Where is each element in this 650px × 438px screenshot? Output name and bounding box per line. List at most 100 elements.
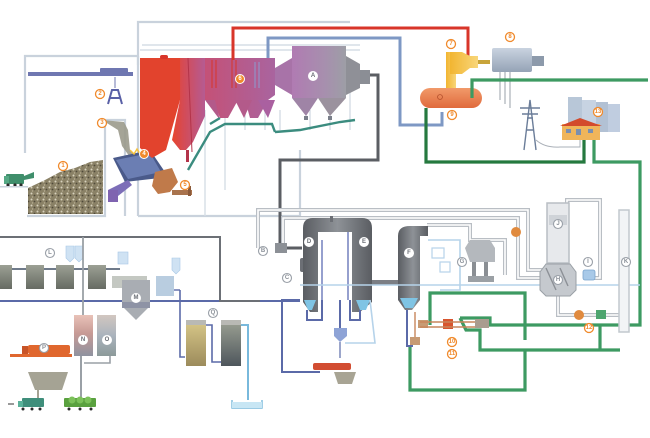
svg-text:F: F [407,250,411,256]
label-k: K [620,256,632,268]
label-n: N [78,335,88,345]
svg-text:2: 2 [98,91,102,97]
filter-press [10,345,72,398]
label-12: 12 [583,322,595,334]
label-8: 8 [504,31,516,43]
waste-pile [28,160,103,214]
label-3: 3 [96,117,108,129]
ash-truck-icon [8,398,44,411]
svg-text:3: 3 [100,120,104,126]
svg-text:1: 1 [61,163,65,169]
label-j: J [552,218,564,230]
svg-text:12: 12 [586,325,593,331]
wastewater-treatment-tanks [0,236,260,302]
fan [582,269,596,281]
crane-trolley [100,68,128,73]
svg-text:6: 6 [238,76,242,82]
svg-text:10: 10 [449,339,456,345]
svg-text:4: 4 [142,151,146,157]
steam-turbine [446,52,490,92]
svg-text:11: 11 [449,351,456,357]
svg-text:13: 13 [595,109,602,115]
boiler-furnace-shaft [140,58,180,158]
svg-text:K: K [624,259,629,265]
label-l: L [44,247,56,259]
svg-text:O: O [105,337,110,343]
svg-text:H: H [556,277,560,283]
steam-pipe [231,26,470,60]
ash-conveyor [186,116,356,171]
catalyst-unit [465,240,495,282]
power-pylon-icon [520,99,581,151]
pump-icon [511,227,521,237]
sludge-tanks [74,237,116,398]
scrubber-water-lines [0,299,413,373]
water-basin [231,400,263,409]
feed-water-pipe [266,36,444,127]
scrubber-connector [372,280,402,285]
svg-text:J: J [556,221,559,227]
catalytic-reactor [546,202,570,264]
valve-12 [596,310,606,319]
label-g: G [456,256,468,268]
svg-text:8: 8 [508,34,512,40]
svg-text:G: G [460,259,465,265]
svg-text:9: 9 [450,112,454,118]
svg-text:D: D [307,239,312,245]
label-a: A [308,71,318,81]
stack [618,209,630,333]
crane-grab-icon [107,89,123,105]
label-13: 13 [592,106,604,118]
svg-text:7: 7 [449,41,453,47]
scrubber-d-e [303,216,372,312]
label-2: 2 [94,88,106,100]
waste-bunker [28,160,103,214]
svg-text:L: L [48,250,52,256]
label-p: P [38,342,50,354]
svg-text:M: M [134,295,139,301]
label-c: C [281,272,293,284]
svg-text:I: I [587,259,589,265]
label-d: D [304,237,314,247]
condenser [420,88,482,108]
label-b: B [257,245,269,257]
label-11: 11 [446,348,458,360]
label-10: 10 [446,336,458,348]
sludge-separator [313,328,356,384]
label-6: 6 [235,74,245,84]
filters [186,320,249,400]
svg-text:A: A [311,73,316,79]
svg-text:Q: Q [211,310,216,316]
boiler [140,55,275,162]
svg-text:E: E [362,239,366,245]
label-h: H [552,274,564,286]
pump-icon [574,310,584,320]
bottom-ash-discharger [152,168,192,196]
svg-text:N: N [81,337,85,343]
label-f: F [404,248,414,258]
svg-text:P: P [42,345,46,351]
generator [492,48,544,108]
label-1: 1 [57,160,69,172]
label-5: 5 [179,179,191,191]
garbage-truck-icon [0,172,34,188]
svg-text:C: C [285,275,290,281]
settling-tank [112,276,185,358]
label-o: O [102,335,112,345]
label-9: 9 [446,109,458,121]
label-i: I [582,256,594,268]
label-m: M [131,293,141,303]
label-e: E [359,237,369,247]
valve-junction [275,243,287,253]
label-q: Q [207,307,219,319]
scrubber-f [398,226,428,310]
label-7: 7 [445,38,457,50]
crane-rail [28,72,133,76]
sludge-truck-icon [64,396,96,411]
electrostatic-precipitator [275,46,370,120]
svg-text:5: 5 [183,182,187,188]
svg-text:B: B [261,248,266,254]
heat-exchangers-10-11 [410,312,489,345]
